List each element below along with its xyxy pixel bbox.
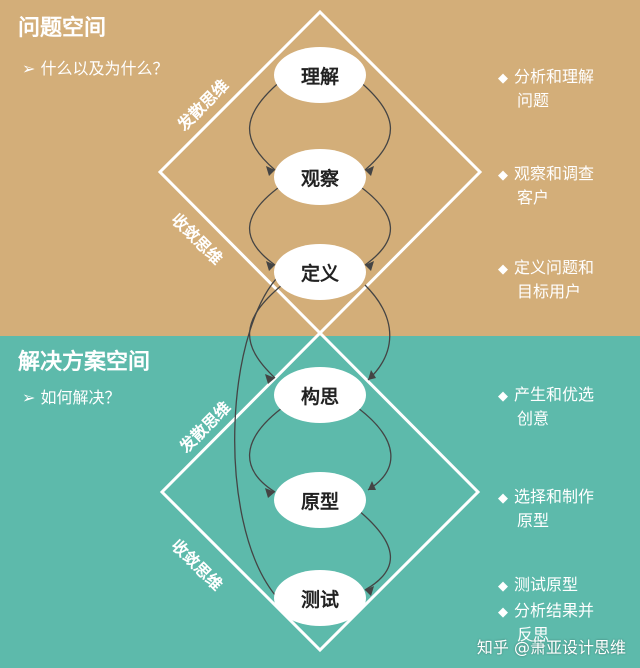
node-ellipse-test <box>274 570 366 626</box>
watermark: 知乎 @萧亚设计思维 <box>476 638 626 657</box>
node-ellipse-understand <box>274 47 366 103</box>
diamond-bullet-icon: ◆ <box>498 491 508 506</box>
problem-note-2: ◆ 观察和调查 客户 <box>498 163 628 209</box>
node-observe: 观察 <box>300 168 339 190</box>
note-line: 观察和调查 <box>514 164 595 183</box>
note-line: 目标用户 <box>517 282 582 301</box>
solution-note-4: ◆ 分析结果并 反思 <box>498 600 628 646</box>
solution-note-2: ◆ 选择和制作 原型 <box>498 486 628 532</box>
note-line: 选择和制作 <box>514 487 595 506</box>
node-test: 测试 <box>300 589 339 611</box>
connector-arrows <box>234 79 392 596</box>
node-understand: 理解 <box>300 66 339 88</box>
problem-space-question: ➢ 什么以及为什么？ <box>22 55 169 79</box>
problem-note-1: ◆ 分析和理解 问题 <box>498 66 628 112</box>
diamond-bullet-icon: ◆ <box>498 262 508 277</box>
problem-space-title: 问题空间 <box>18 16 107 41</box>
problem-space-question-text: 什么以及为什么？ <box>40 59 169 78</box>
note-line: 分析和理解 <box>514 67 595 86</box>
node-ideate: 构思 <box>300 386 339 408</box>
note-line: 分析结果并 <box>514 601 595 620</box>
note-line: 客户 <box>517 188 550 207</box>
node-ellipse-ideate <box>274 367 366 423</box>
note-line: 原型 <box>517 511 550 530</box>
arrow-bullet-icon: ➢ <box>22 388 36 407</box>
solution-diamond-outline <box>159 330 481 653</box>
note-line: 反思 <box>517 625 550 644</box>
diamond-bullet-icon: ◆ <box>498 389 508 404</box>
note-line: 定义问题和 <box>514 258 595 277</box>
node-define: 定义 <box>300 263 339 285</box>
arrowheads <box>265 166 376 596</box>
solution-space-question-text: 如何解决？ <box>40 388 121 407</box>
diamond-bullet-icon: ◆ <box>498 579 508 594</box>
node-ellipse-observe <box>274 149 366 205</box>
solution-note-3: ◆ 测试原型 <box>498 574 628 598</box>
note-line: 创意 <box>517 409 550 428</box>
problem-note-3: ◆ 定义问题和 目标用户 <box>498 257 628 303</box>
node-prototype: 原型 <box>300 491 339 513</box>
diamond-bullet-icon: ◆ <box>498 605 508 620</box>
node-ellipse-prototype <box>274 472 366 528</box>
node-ellipse-define <box>274 244 366 300</box>
diamond-bullet-icon: ◆ <box>498 168 508 183</box>
solution-space-title: 解决方案空间 <box>18 350 151 375</box>
diamond-bullet-icon: ◆ <box>498 71 508 86</box>
note-line: 测试原型 <box>514 575 579 594</box>
solution-note-1: ◆ 产生和优选 创意 <box>498 384 628 430</box>
note-line: 问题 <box>517 91 550 110</box>
arrow-bullet-icon: ➢ <box>22 59 36 78</box>
solution-space-question: ➢ 如何解决？ <box>22 384 121 408</box>
note-line: 产生和优选 <box>514 385 595 404</box>
